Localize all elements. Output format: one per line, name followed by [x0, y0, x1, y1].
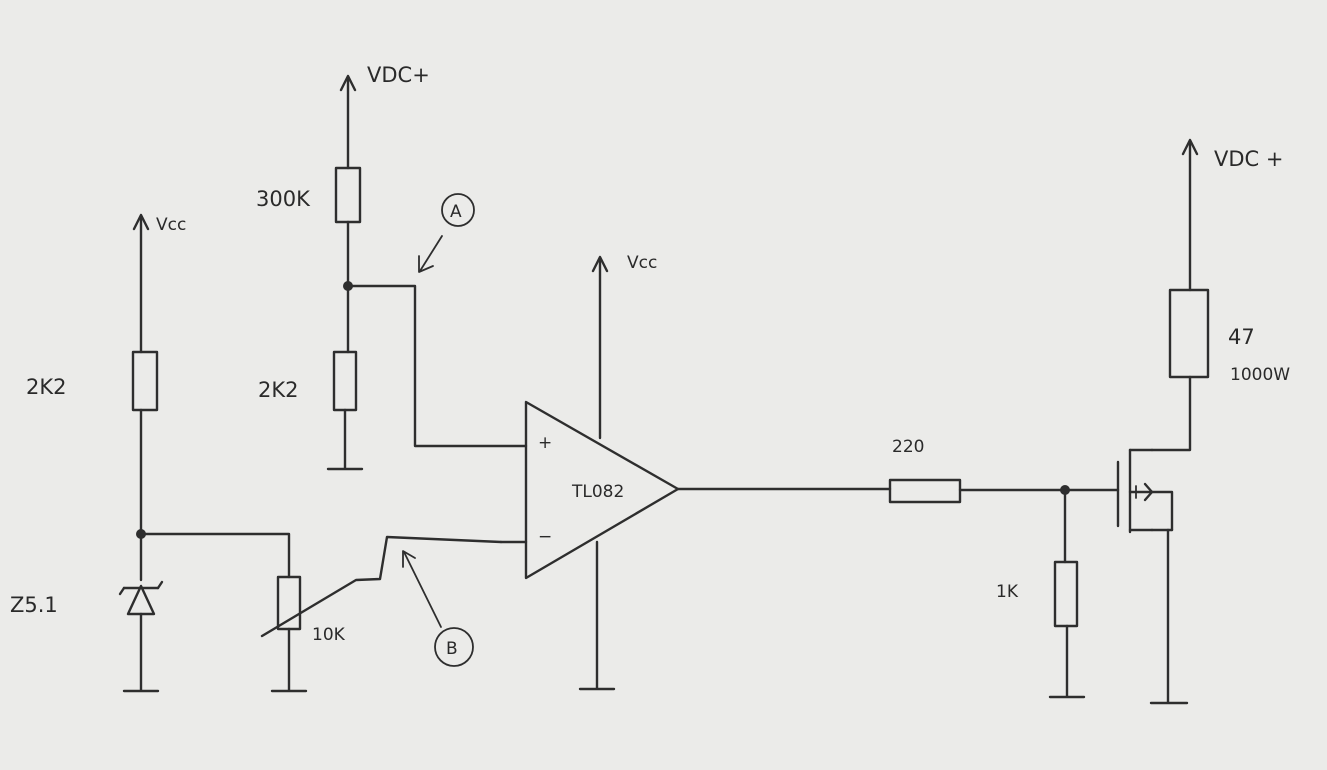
opamp-minus-sign: −	[538, 527, 552, 547]
resistor-2k2-left-label: 2K2	[26, 375, 67, 399]
node-a-label: A	[450, 202, 462, 222]
resistor-2k2-mid: 2K2	[258, 350, 358, 412]
resistor-220: 220	[888, 437, 962, 504]
mosfet	[1116, 448, 1174, 534]
vcc-supply-opamp: Vcc	[591, 253, 657, 440]
resistor-220-label: 220	[892, 437, 924, 457]
vcc-supply-left: Vcc	[132, 213, 186, 354]
vcc-label-left: Vcc	[156, 215, 186, 235]
node-b-label: B	[446, 639, 458, 659]
resistor-300k: 300K	[256, 166, 362, 224]
wire-drain-to-load	[1150, 375, 1192, 452]
wire-node-a-to-plus	[346, 284, 528, 448]
load-resistor: 47 1000W	[1168, 288, 1290, 385]
zener-diode: Z5.1	[10, 580, 164, 617]
resistor-1k: 1K	[996, 488, 1079, 628]
resistor-2k2-left: 2K2	[26, 350, 159, 412]
opamp-tl082: + − TL082	[524, 400, 680, 580]
node-b-marker: B	[402, 550, 474, 667]
vcc-label-opamp: Vcc	[627, 253, 657, 273]
zener-label: Z5.1	[10, 593, 58, 617]
resistor-300k-label: 300K	[256, 187, 311, 211]
wire-to-pot	[139, 532, 291, 579]
potentiometer-label: 10K	[312, 625, 346, 645]
load-power-label: 1000W	[1230, 365, 1290, 385]
vdc-plus-label-right: VDC +	[1214, 147, 1283, 171]
vdc-plus-supply-right: VDC +	[1181, 138, 1283, 292]
resistor-1k-label: 1K	[996, 582, 1019, 602]
resistor-2k2-mid-label: 2K2	[258, 378, 299, 402]
opamp-plus-sign: +	[538, 433, 552, 453]
opamp-label: TL082	[571, 482, 624, 502]
load-value-label: 47	[1228, 325, 1255, 349]
node-a-marker: A	[418, 193, 475, 273]
potentiometer-10k: 10K	[260, 535, 503, 645]
vdc-plus-label-top: VDC+	[367, 63, 430, 87]
vdc-plus-supply-top: VDC+	[339, 63, 430, 170]
